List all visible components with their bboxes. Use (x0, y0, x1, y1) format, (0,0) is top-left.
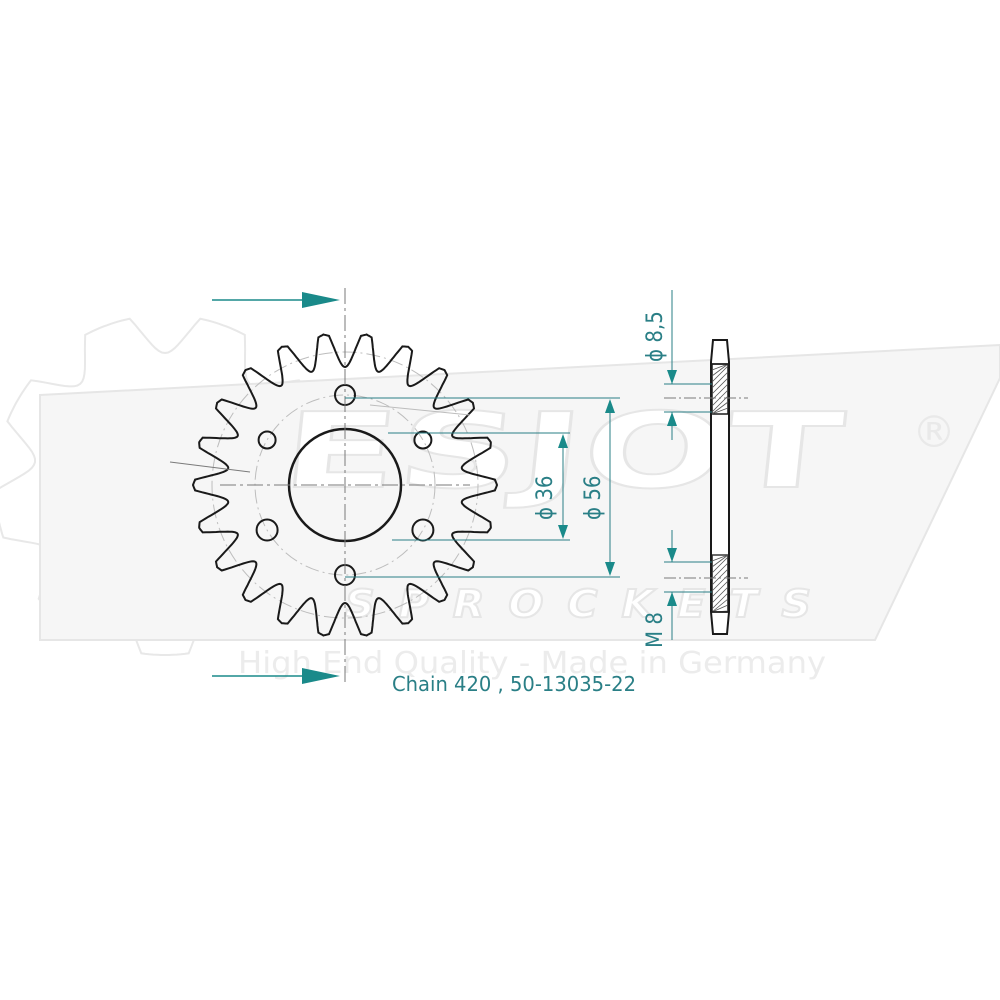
watermark-registered: ® (912, 407, 956, 458)
dimension-arrowheads (558, 399, 615, 576)
thread-size-label: M 8 (643, 612, 668, 648)
side-view: ϕ 8,5 M 8 (643, 290, 748, 648)
hatch-line (711, 383, 729, 401)
diagonal-centerline-2 (369, 404, 471, 416)
hatch-line (711, 377, 729, 395)
side-profile-outline (710, 339, 730, 635)
hatch-line (711, 592, 729, 610)
bolt-hole (413, 430, 433, 450)
bolt-hole (257, 430, 277, 450)
hatch-line (711, 401, 729, 415)
bolt-hole-diameter-label: ϕ 8,5 (643, 311, 668, 362)
hatch-line (711, 365, 729, 383)
bolt-circle-diameter-label: ϕ 56 (581, 475, 606, 520)
hatch-line (711, 554, 729, 568)
bore-diameter-label: ϕ 36 (533, 475, 558, 520)
diagonal-centerline (169, 461, 251, 473)
hatch-line (711, 363, 729, 371)
hatch-line (711, 586, 729, 604)
hatch-line (711, 580, 729, 598)
hatch-line (711, 568, 729, 586)
hatch-line (711, 598, 729, 613)
hatch-line (711, 371, 729, 389)
watermark-logo: ESJOT ® SPROCKETS High End Quality - Mad… (0, 317, 1000, 681)
front-view: ϕ 36 ϕ 56 (169, 288, 620, 685)
hatch-line (711, 556, 729, 574)
hatch-line (711, 363, 729, 377)
section-arrow-bottom (212, 668, 340, 684)
sprocket-tooth-outline (191, 333, 499, 637)
dimension-lines (345, 397, 620, 578)
bolt-hole (255, 518, 279, 542)
hatch-line (711, 604, 729, 613)
hatch-line (711, 554, 729, 562)
section-arrow-top (212, 292, 340, 308)
part-caption: Chain 420 , 50-13035-22 (392, 672, 636, 696)
watermark-sub: SPROCKETS (345, 582, 835, 626)
hatch-line (711, 395, 729, 413)
hatch-line (711, 562, 729, 580)
hatch-line (711, 407, 729, 415)
watermark-banner (39, 343, 1000, 641)
